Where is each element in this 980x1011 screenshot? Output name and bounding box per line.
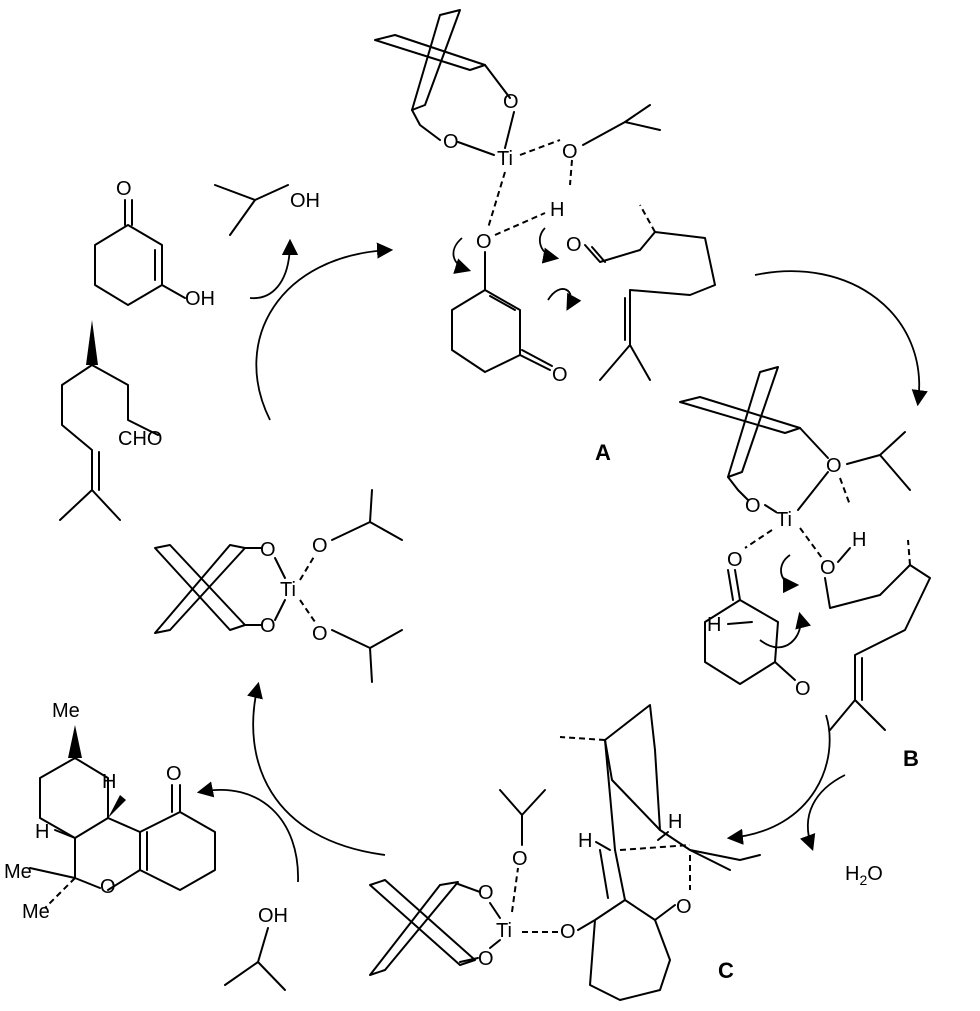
svg-text:O: O [166, 763, 182, 785]
svg-text:O: O [562, 141, 578, 163]
cyclohexanedione-substrate: O OH [94, 178, 215, 310]
svg-text:Ti: Ti [497, 148, 513, 170]
label-b: B [903, 746, 919, 771]
svg-text:Ti: Ti [776, 509, 792, 531]
tricyclic-product: Me H H O Me Me O [4, 700, 216, 923]
svg-text:O: O [503, 91, 519, 113]
cycle-arrows [196, 238, 928, 883]
svg-text:O: O [727, 549, 743, 571]
intermediate-b: O O Ti O H O H O B [679, 366, 931, 771]
svg-text:OH: OH [290, 190, 320, 212]
svg-text:O: O [566, 234, 582, 256]
label-c: C [718, 958, 734, 983]
titanium-catalyst: O O Ti O O [154, 489, 403, 683]
svg-text:Ti: Ti [496, 920, 512, 942]
svg-text:Ti: Ti [280, 579, 296, 601]
svg-text:Me: Me [22, 901, 50, 923]
isopropanol-bottom: OH [224, 905, 288, 991]
svg-text:Me: Me [52, 700, 80, 722]
svg-text:Me: Me [4, 861, 32, 883]
svg-text:O: O [745, 495, 761, 517]
svg-text:O: O [560, 921, 576, 943]
svg-text:O: O [260, 615, 276, 637]
svg-text:H: H [35, 821, 49, 843]
svg-text:O: O [676, 896, 692, 918]
svg-text:O: O [312, 623, 328, 645]
svg-text:OH: OH [185, 288, 215, 310]
svg-text:OH: OH [258, 905, 288, 927]
svg-text:O: O [260, 539, 276, 561]
svg-text:O: O [478, 882, 494, 904]
isopropanol-top: OH [214, 184, 320, 236]
svg-text:O: O [820, 557, 836, 579]
svg-text:H: H [550, 199, 564, 221]
svg-text:O: O [312, 535, 328, 557]
svg-text:O: O [100, 876, 116, 898]
label-a: A [595, 440, 611, 465]
svg-text:O: O [552, 364, 568, 386]
svg-text:O: O [826, 455, 842, 477]
svg-text:H: H [852, 529, 866, 551]
intermediate-a: O O Ti O O H O O A [374, 9, 716, 465]
svg-text:O: O [478, 948, 494, 970]
svg-text:O: O [443, 131, 459, 153]
svg-text:H: H [668, 811, 682, 833]
svg-text:H2O: H2O [845, 863, 883, 888]
citronellal-substrate: CHO [59, 320, 162, 521]
svg-text:O: O [795, 678, 811, 700]
svg-text:H: H [102, 771, 116, 793]
intermediate-c: O O Ti O O O H H C [369, 704, 761, 1001]
water-byproduct: H2O [845, 863, 883, 888]
svg-text:O: O [116, 178, 132, 200]
svg-text:H: H [707, 614, 721, 636]
svg-text:O: O [476, 231, 492, 253]
svg-text:O: O [512, 848, 528, 870]
svg-text:CHO: CHO [118, 428, 162, 450]
svg-text:H: H [578, 830, 592, 852]
